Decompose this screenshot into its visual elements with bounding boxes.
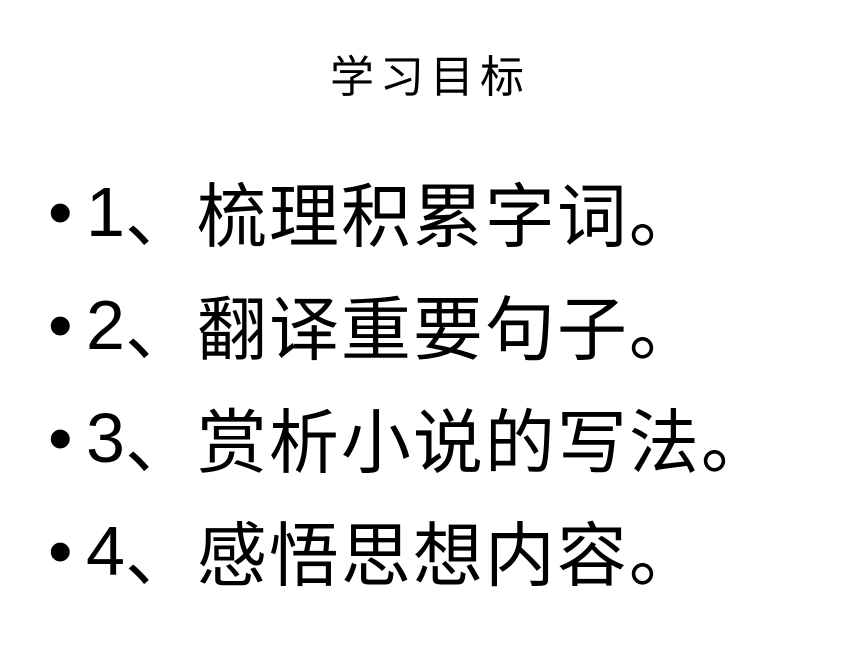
bullet-icon: • bbox=[48, 172, 73, 251]
bullet-icon: • bbox=[48, 511, 73, 590]
list-item: • 2 、翻译重要句子。 bbox=[48, 268, 773, 381]
list-item: • 4 、感悟思想内容。 bbox=[48, 494, 773, 607]
item-number: 3 bbox=[86, 398, 125, 477]
item-number: 1 bbox=[86, 172, 125, 251]
item-text: 、梳理积累字词。 bbox=[124, 176, 701, 258]
objectives-list: • 1 、梳理积累字词。 • 2 、翻译重要句子。 • 3 、赏析小说的写法。 … bbox=[48, 155, 773, 607]
slide-title: 学习目标 bbox=[330, 52, 530, 103]
list-item: • 1 、梳理积累字词。 bbox=[48, 155, 773, 268]
item-text: 、感悟思想内容。 bbox=[124, 515, 701, 597]
item-text: 、赏析小说的写法。 bbox=[124, 402, 773, 484]
item-number: 4 bbox=[86, 511, 125, 590]
item-text: 、翻译重要句子。 bbox=[124, 289, 701, 371]
item-number: 2 bbox=[86, 285, 125, 364]
bullet-icon: • bbox=[48, 285, 73, 364]
list-item: • 3 、赏析小说的写法。 bbox=[48, 381, 773, 494]
bullet-icon: • bbox=[48, 398, 73, 477]
